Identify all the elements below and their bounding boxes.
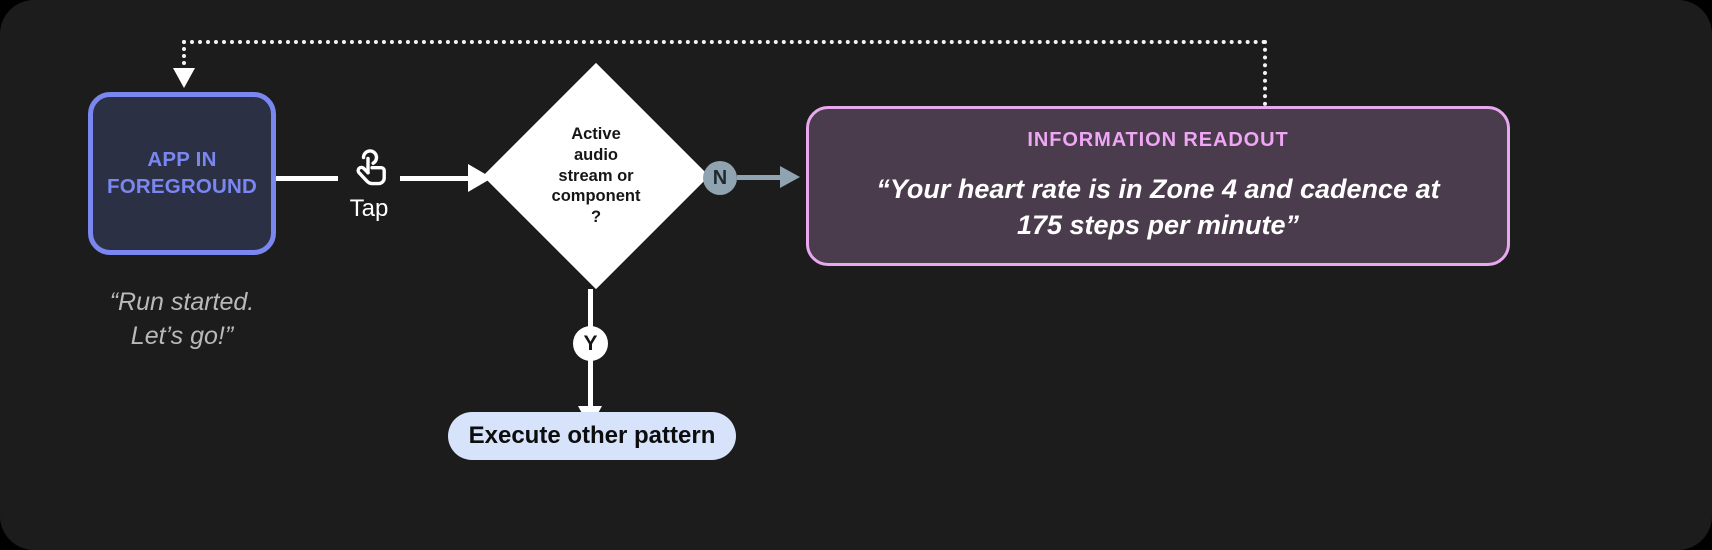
node-decision-audio-stream[interactable]: Active audio stream or component ? <box>482 62 710 290</box>
node-information-readout[interactable]: INFORMATION READOUT “Your heart rate is … <box>806 106 1510 266</box>
connector-tap-to-decision <box>400 176 472 181</box>
connector-no-branch-arrowhead-icon <box>780 166 800 188</box>
branch-badge-yes: Y <box>573 326 608 361</box>
node-execute-other-pattern[interactable]: Execute other pattern <box>448 412 736 460</box>
connector-app-to-tap <box>276 176 338 181</box>
branch-badge-no: N <box>703 161 737 195</box>
tap-gesture-group[interactable]: Tap <box>338 146 400 223</box>
feedback-loop-right-segment <box>1263 40 1267 106</box>
connector-yes-branch-lower <box>588 360 593 410</box>
connector-no-branch <box>737 175 782 180</box>
node-decision-label: Active audio stream or component ? <box>551 125 641 227</box>
node-app-in-foreground[interactable]: APP IN FOREGROUND <box>88 92 276 255</box>
information-readout-title: INFORMATION READOUT <box>1027 128 1289 151</box>
tap-gesture-icon <box>356 149 386 186</box>
node-app-in-foreground-label: APP IN FOREGROUND <box>106 148 258 198</box>
tap-gesture-label: Tap <box>349 195 389 222</box>
feedback-loop-arrowhead-icon <box>173 68 195 88</box>
information-readout-body: “Your heart rate is in Zone 4 and cadenc… <box>876 173 1440 240</box>
feedback-loop-top-segment <box>182 40 1267 44</box>
feedback-loop-left-segment <box>182 40 186 72</box>
connector-yes-branch-upper <box>588 289 593 327</box>
node-app-in-foreground-caption: “Run started. Let’s go!” <box>109 288 255 350</box>
